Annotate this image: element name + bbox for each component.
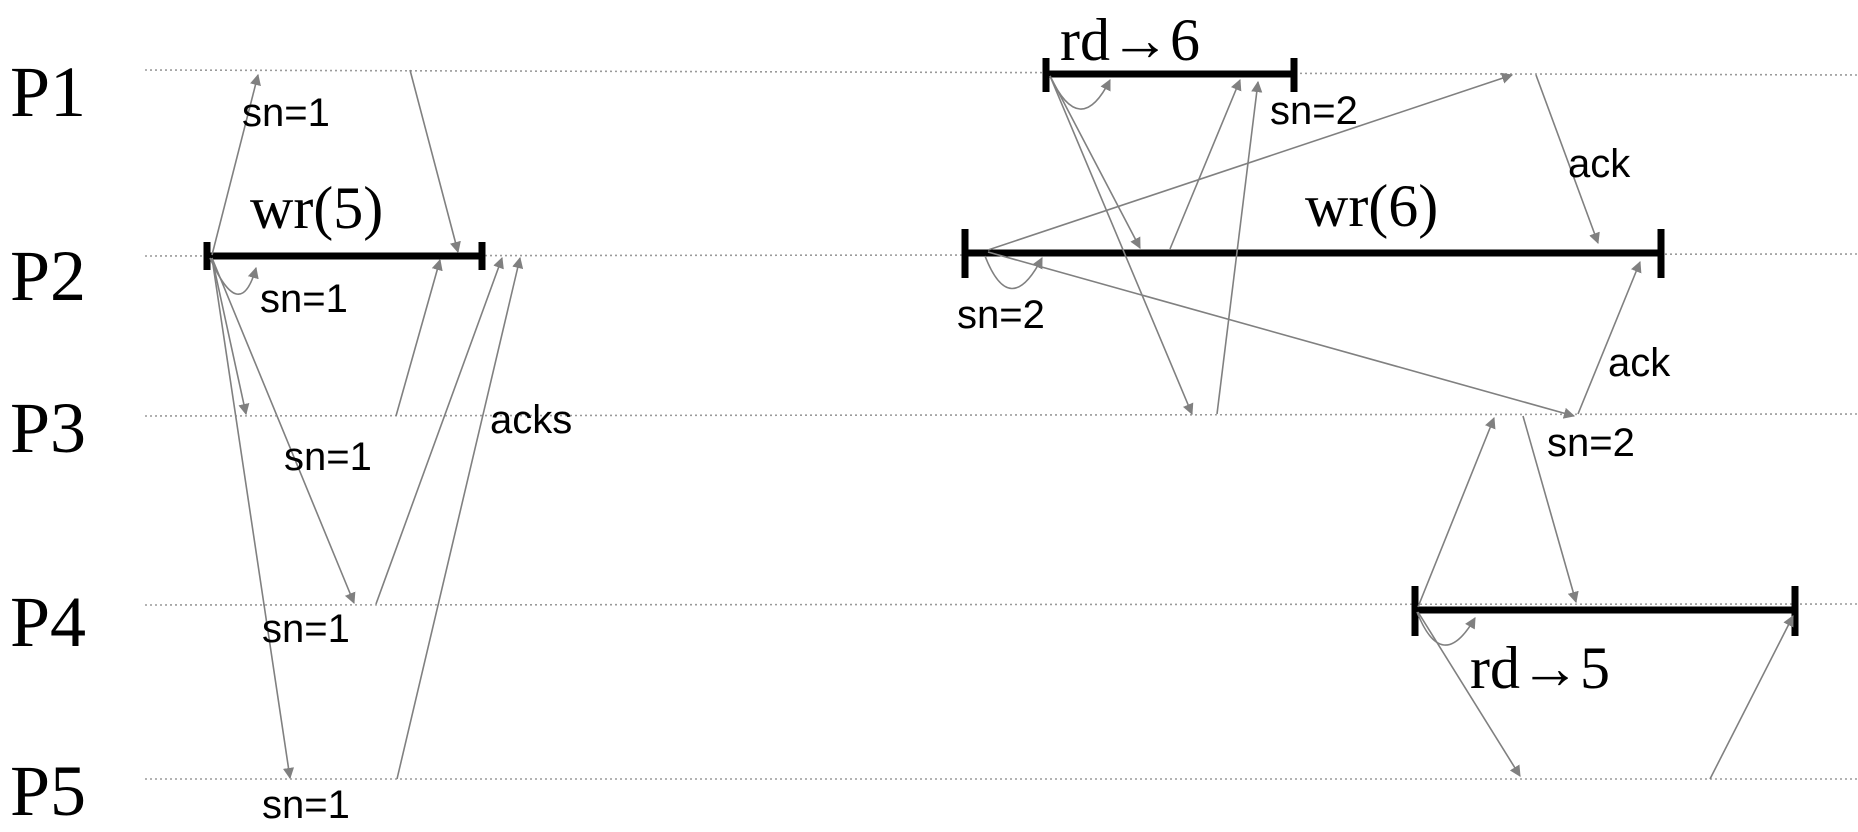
op-label-rd5: rd→5	[1470, 635, 1610, 701]
process-label-p4: P4	[10, 582, 86, 662]
messages-rd5	[1417, 415, 1794, 780]
msg-label-acks: acks	[490, 398, 572, 442]
msg-p1-ack-to-p2	[409, 69, 461, 254]
operation-bars	[203, 58, 1799, 636]
msg-label-p3-sn1: sn=1	[284, 435, 372, 479]
msg-p2-to-p4-sn1	[211, 257, 356, 605]
msg-p1-to-p2-rd6	[1049, 75, 1141, 249]
op-label-rd6: rd→6	[1060, 7, 1200, 73]
operation-labels: wr(5) rd→6 wr(6) rd→5	[250, 7, 1610, 701]
msg-p4-to-p5-rd5	[1417, 611, 1521, 777]
msg-p2-to-p1-sn2	[987, 72, 1514, 251]
msg-p2-to-p5-sn1	[211, 257, 295, 780]
self-loop-p4-rd5	[1416, 611, 1476, 646]
msg-p3-ack-to-p2-wr6	[1577, 260, 1642, 415]
msg-label-p3-sn2: sn=2	[1547, 421, 1635, 465]
self-loops	[209, 75, 1476, 646]
msg-label-p1-sn1: sn=1	[242, 91, 330, 135]
msg-p5-reply-to-p4	[1709, 615, 1794, 780]
message-labels: sn=1 sn=1 sn=1 sn=1 sn=1 acks sn=2 ack s…	[242, 89, 1671, 827]
self-loop-p2-wr5	[209, 257, 259, 295]
process-label-p1: P1	[10, 52, 86, 132]
msg-p4-to-p3-rd5	[1417, 416, 1496, 608]
msg-p3-ack-to-p2	[395, 258, 443, 417]
timeline-p1	[144, 69, 1858, 76]
msg-p2-reply-to-p1	[1169, 78, 1242, 250]
op-label-wr6: wr(6)	[1305, 173, 1438, 239]
msg-p3-reply-to-p1	[1216, 80, 1263, 415]
msg-label-p2-sn2: sn=2	[957, 293, 1045, 337]
process-labels: P1 P2 P3 P4 P5	[10, 52, 86, 831]
msg-label-p5-sn1: sn=1	[262, 783, 350, 827]
timeline-p4	[144, 603, 1858, 606]
msg-p5-ack-to-p2	[396, 256, 524, 780]
msg-label-p1-sn2: sn=2	[1270, 89, 1358, 133]
process-label-p2: P2	[10, 236, 86, 316]
msg-p2-to-p3-sn1	[211, 257, 250, 416]
msg-label-p2-sn1: sn=1	[260, 277, 348, 321]
msg-label-ack-p3: ack	[1608, 341, 1671, 385]
process-label-p5: P5	[10, 751, 86, 831]
msg-label-p4-sn1: sn=1	[262, 607, 350, 651]
msg-p2-to-p3-sn2	[987, 251, 1576, 419]
msg-p2-to-p1-sn1	[211, 73, 261, 256]
msg-p4-ack-to-p2	[375, 256, 504, 605]
msg-p3-reply-to-p4	[1522, 415, 1579, 604]
timeline-p3	[144, 413, 1858, 417]
messages-wr6	[987, 72, 1642, 419]
op-label-wr5: wr(5)	[250, 175, 383, 241]
messages-wr5	[211, 69, 524, 780]
process-label-p3: P3	[10, 388, 86, 468]
msg-label-ack-p1: ack	[1568, 142, 1631, 186]
self-loop-p2-wr6	[984, 255, 1043, 290]
msg-p1-ack-to-p2-wr6	[1535, 74, 1600, 245]
messages-rd6	[1049, 75, 1263, 416]
msg-p1-to-p3-rd6	[1049, 75, 1194, 416]
